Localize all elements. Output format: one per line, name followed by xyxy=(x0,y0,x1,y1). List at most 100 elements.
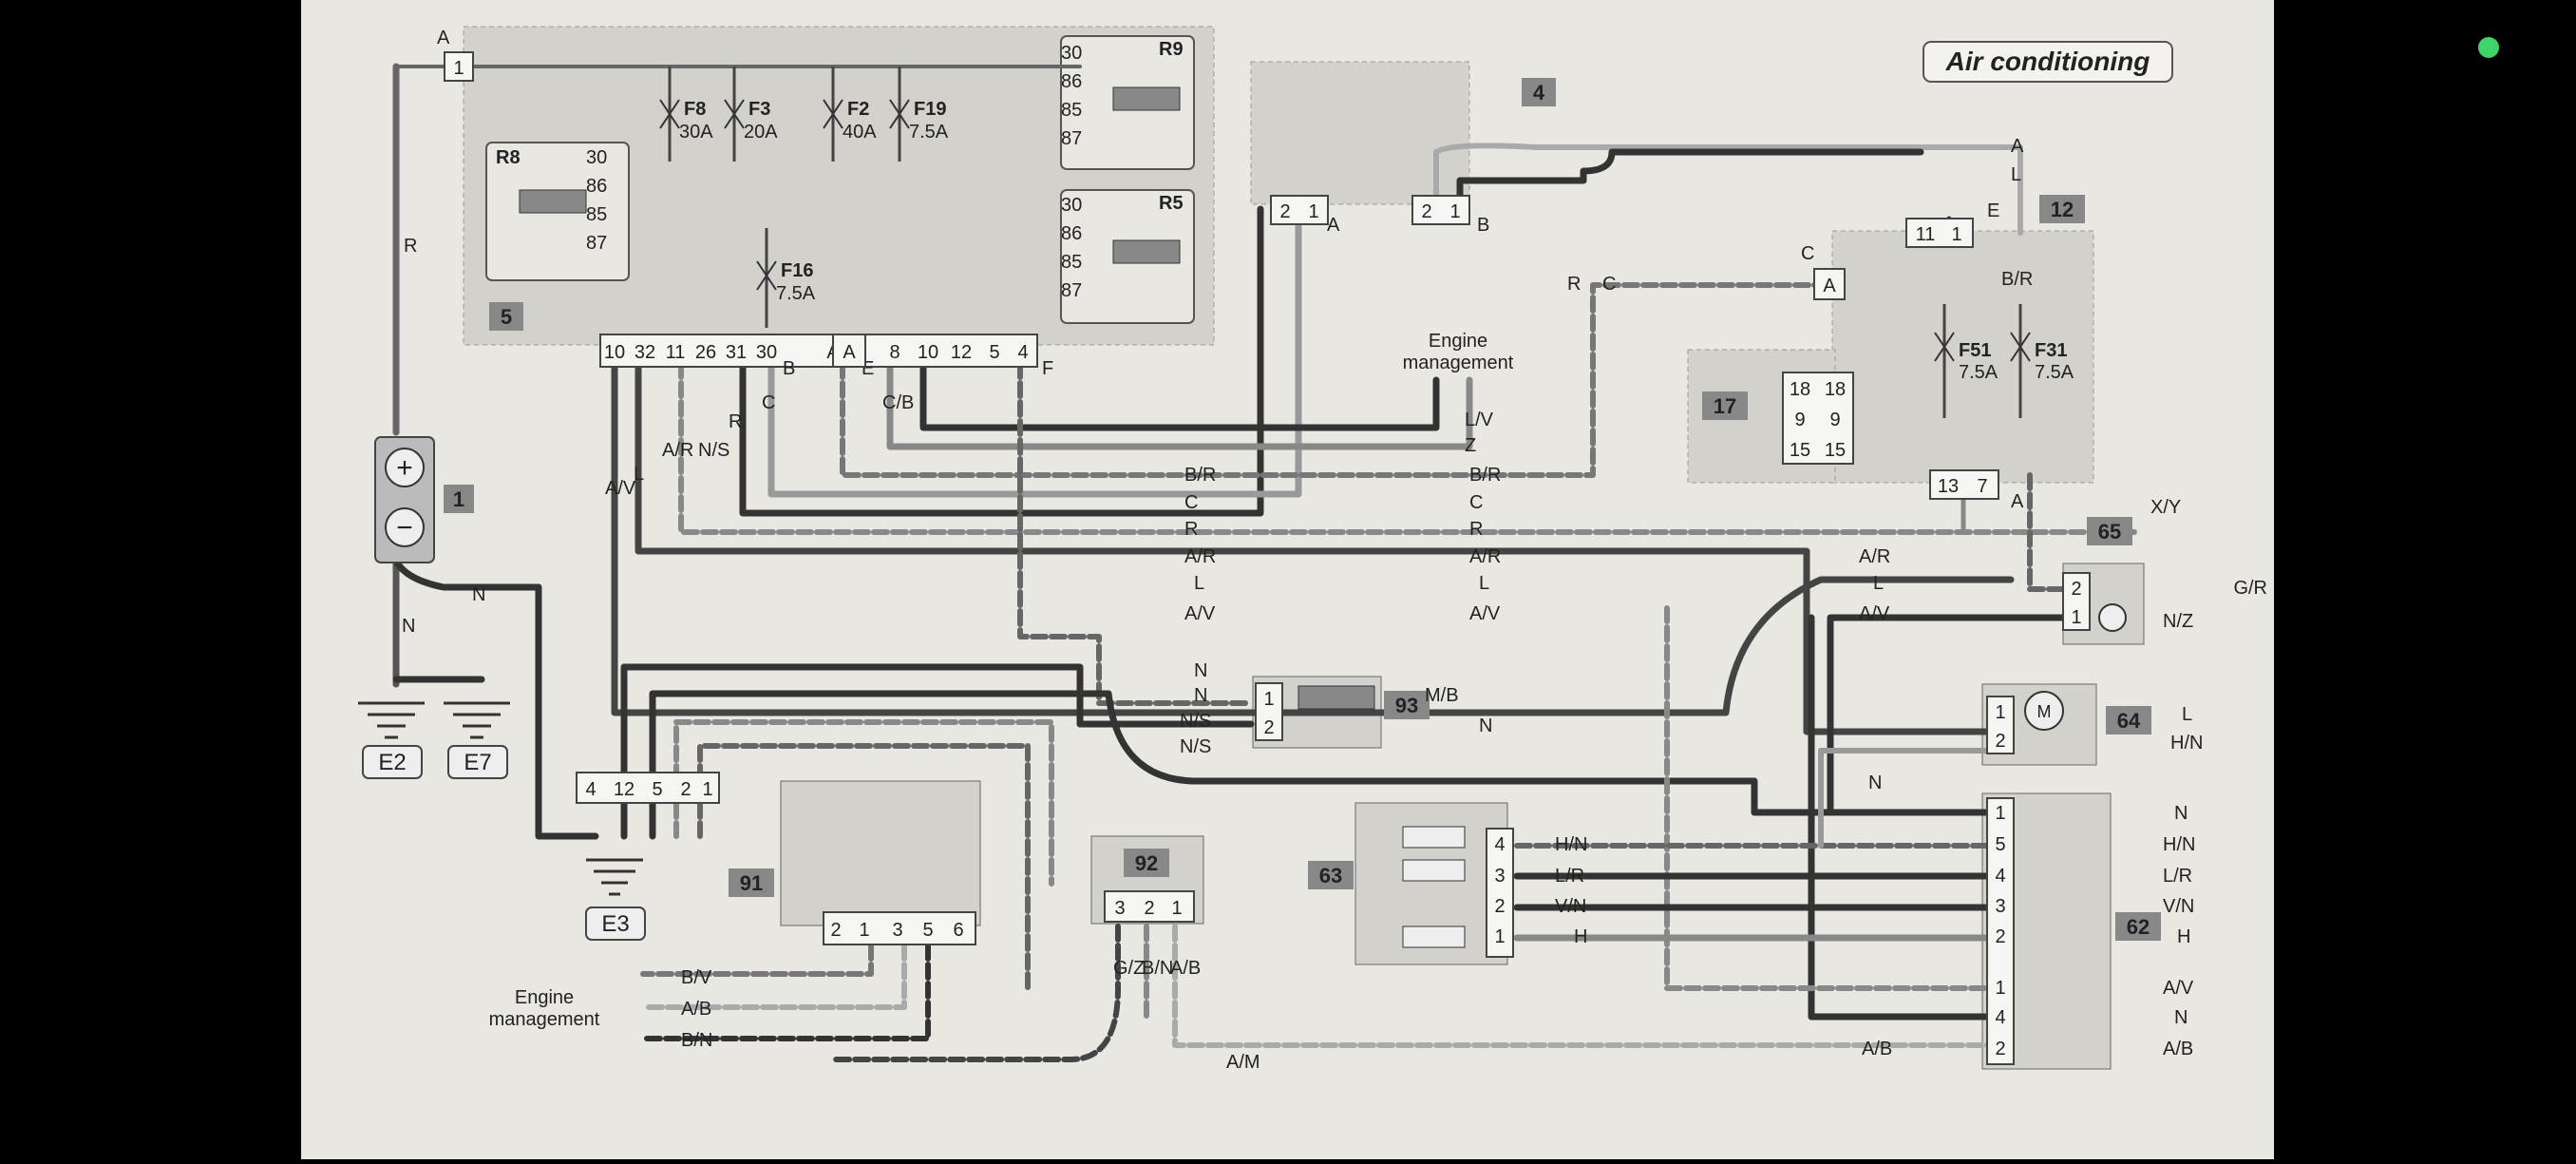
svg-text:13: 13 xyxy=(1938,476,1959,497)
svg-text:F16: F16 xyxy=(781,260,813,281)
connector-letter: A xyxy=(1327,215,1340,236)
svg-text:7.5A: 7.5A xyxy=(1959,362,1998,383)
wire-label: A/R xyxy=(662,440,693,461)
wire-label: L xyxy=(1873,573,1884,594)
wire-label: L xyxy=(1194,573,1204,594)
wire-label: A xyxy=(2011,136,2024,157)
wire-label: N xyxy=(1868,773,1882,793)
svg-text:2: 2 xyxy=(2071,579,2081,600)
fuse-f16: F16 7.5A xyxy=(756,228,816,328)
svg-text:30A: 30A xyxy=(679,122,713,143)
svg-text:9: 9 xyxy=(1829,410,1840,430)
wire-label: A/B xyxy=(1170,958,1201,979)
svg-text:11: 11 xyxy=(666,342,686,363)
svg-text:7.5A: 7.5A xyxy=(2035,362,2074,383)
svg-text:85: 85 xyxy=(1061,100,1082,121)
svg-text:15: 15 xyxy=(1790,440,1810,461)
svg-text:5: 5 xyxy=(1995,834,2005,855)
svg-text:18: 18 xyxy=(1825,379,1846,400)
diagram-page: Air conditioning + − 1 E2 E7 E3 4 12 5 2… xyxy=(301,0,2274,1159)
svg-text:M: M xyxy=(2037,702,2052,721)
svg-text:26: 26 xyxy=(695,342,716,363)
svg-text:6: 6 xyxy=(953,920,963,941)
wire-label: H xyxy=(2177,926,2190,947)
fuse-f19: F19 7.5A xyxy=(889,67,949,162)
svg-text:85: 85 xyxy=(1061,252,1082,273)
status-dot-icon xyxy=(2478,37,2499,58)
wire-label: R xyxy=(729,411,742,432)
svg-text:F19: F19 xyxy=(914,99,946,120)
label-comp-65: 65 xyxy=(2098,520,2121,544)
svg-text:A: A xyxy=(843,342,856,363)
svg-text:4: 4 xyxy=(1995,866,2005,887)
wire-label: B/R xyxy=(2001,269,2033,290)
wire-label: A/B xyxy=(681,999,711,1020)
svg-text:2: 2 xyxy=(1995,926,2005,947)
wire-label: B/R xyxy=(1184,465,1216,486)
wire-label: N/S xyxy=(1180,711,1211,732)
wire-label: B/R xyxy=(1469,465,1501,486)
wire-label: L xyxy=(2182,704,2192,725)
ground-e7: E7 xyxy=(444,701,510,779)
svg-text:F51: F51 xyxy=(1959,340,1991,361)
label-comp-93: 93 xyxy=(1395,694,1418,717)
svg-text:1: 1 xyxy=(2071,607,2081,628)
wire-label: M/B xyxy=(1425,685,1459,706)
svg-text:5: 5 xyxy=(652,779,662,800)
wire-label: C xyxy=(1602,274,1616,295)
svg-text:1: 1 xyxy=(1263,689,1274,710)
wire-label: H/N xyxy=(2170,733,2203,754)
connector-letter: F xyxy=(1042,358,1053,379)
fusebox-terminal-strip: 10 32 11 26 31 30 A 8 10 12 5 4 xyxy=(599,334,1038,368)
svg-text:1: 1 xyxy=(1995,978,2005,999)
svg-text:9: 9 xyxy=(1794,410,1805,430)
fuse-f8: F8 30A xyxy=(659,67,713,162)
svg-text:1: 1 xyxy=(1171,898,1182,919)
wire-label: A/B xyxy=(1862,1039,1892,1059)
wire-label: H/N xyxy=(2163,834,2195,855)
svg-text:E3: E3 xyxy=(601,911,629,937)
svg-text:32: 32 xyxy=(635,342,655,363)
svg-text:7.5A: 7.5A xyxy=(776,283,816,304)
wire-label: C xyxy=(1184,492,1198,513)
wire-label: A/V xyxy=(1859,603,1890,624)
svg-text:10: 10 xyxy=(918,342,938,363)
svg-text:2: 2 xyxy=(1263,717,1274,738)
connector-letter: C xyxy=(1801,243,1814,264)
svg-text:4: 4 xyxy=(1017,342,1028,363)
svg-text:1: 1 xyxy=(1995,702,2005,723)
wire-label: B/N xyxy=(1142,958,1173,979)
label-comp-64: 64 xyxy=(2117,709,2141,733)
wire-label: N xyxy=(402,616,415,637)
lamp-icon xyxy=(2098,603,2127,632)
svg-text:15: 15 xyxy=(1825,440,1846,461)
svg-text:2: 2 xyxy=(1144,898,1154,919)
svg-text:7.5A: 7.5A xyxy=(909,122,949,143)
wire-label: N xyxy=(1194,685,1207,706)
wire-label: H xyxy=(1574,926,1587,947)
svg-text:F31: F31 xyxy=(2035,340,2067,361)
svg-text:30: 30 xyxy=(1061,195,1082,216)
battery-plus-icon: + xyxy=(396,452,413,484)
svg-text:2: 2 xyxy=(1279,201,1290,222)
svg-text:3: 3 xyxy=(892,920,902,941)
svg-text:3: 3 xyxy=(1995,896,2005,917)
label-fusebox: 5 xyxy=(501,305,512,329)
svg-text:1: 1 xyxy=(1494,926,1505,947)
diagram-title: Air conditioning xyxy=(1945,47,2150,76)
wire-label: N xyxy=(1194,660,1207,681)
connector-letter: A xyxy=(2011,491,2024,512)
wire-label: N/Z xyxy=(2163,611,2193,632)
svg-text:4: 4 xyxy=(1995,1007,2005,1028)
wire-label: G/Z xyxy=(1113,958,1145,979)
svg-text:4: 4 xyxy=(1494,834,1505,855)
wire-label: R xyxy=(1184,519,1198,540)
fuse-f51: F51 7.5A xyxy=(1934,304,1998,418)
svg-text:30: 30 xyxy=(756,342,777,363)
svg-text:4: 4 xyxy=(585,779,596,800)
wire-label: N/S xyxy=(1180,736,1211,757)
svg-text:3: 3 xyxy=(1114,898,1125,919)
motor-icon xyxy=(2024,691,2064,731)
wire-label: G/R xyxy=(2233,578,2267,599)
svg-text:30: 30 xyxy=(586,147,607,168)
